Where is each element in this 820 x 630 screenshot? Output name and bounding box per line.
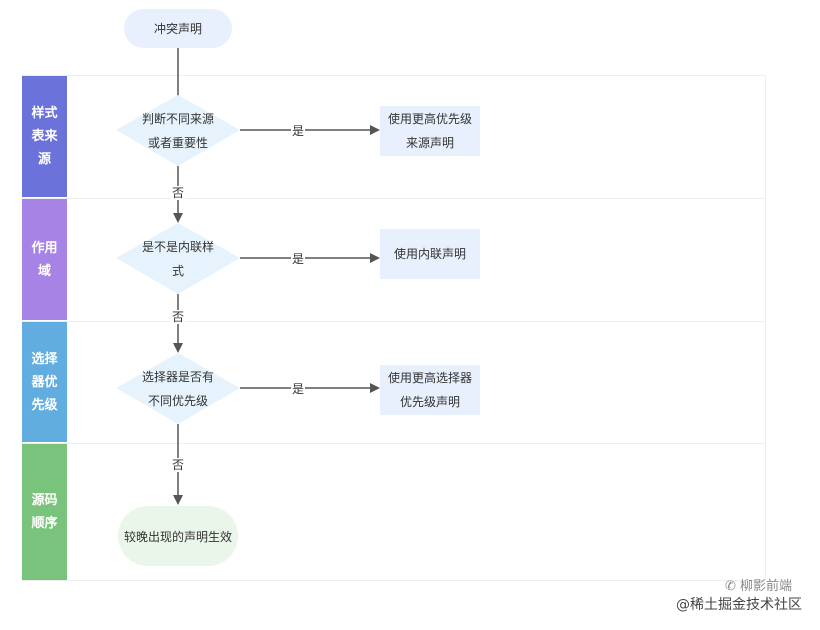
lane-divider [22, 198, 766, 199]
end-node: 较晚出现的声明生效 [118, 506, 238, 566]
edge-label-yes-1: 是 [291, 124, 306, 138]
start-node: 冲突声明 [124, 9, 232, 48]
result-box-inline: 使用内联声明 [380, 229, 480, 279]
watermark-author: ✆ 柳影前端 [725, 575, 792, 594]
watermark-author-label: 柳影前端 [739, 579, 792, 594]
lane-label-source-order: 源码 顺序 [22, 444, 67, 580]
lane-divider [22, 443, 766, 444]
end-node-label: 较晚出现的声明生效 [123, 529, 232, 544]
lane-divider [22, 321, 766, 322]
edge-label-yes-2: 是 [291, 252, 306, 266]
wechat-icon: ✆ [724, 579, 736, 594]
edge-label-no-3: 否 [171, 458, 186, 472]
result-box-higher-specificity: 使用更高选择器 优先级声明 [380, 365, 480, 415]
watermark-site: @稀土掘金技术社区 [676, 594, 802, 614]
decision-text-1: 判断不同来源 或者重要性 [141, 111, 214, 150]
start-node-label: 冲突声明 [153, 22, 202, 36]
decision-diamond-3 [116, 353, 240, 424]
decision-text-2: 是不是内联样 式 [141, 239, 214, 278]
watermark-site-label: @稀土掘金技术社区 [676, 597, 802, 613]
decision-diamond-1 [116, 95, 240, 166]
lane-label-specificity: 选择 器优 先级 [22, 322, 67, 442]
edge-label-no-1: 否 [171, 186, 186, 200]
decision-text-3: 选择器是否有 不同优先级 [141, 369, 214, 408]
lane-label-source: 样式 表来 源 [22, 76, 67, 197]
edge-label-yes-3: 是 [291, 382, 306, 396]
result-box-higher-source: 使用更高优先级 来源声明 [380, 106, 480, 156]
edge-label-no-2: 否 [171, 310, 186, 324]
lane-label-scope: 作用 域 [22, 199, 67, 320]
decision-diamond-2 [116, 223, 240, 294]
